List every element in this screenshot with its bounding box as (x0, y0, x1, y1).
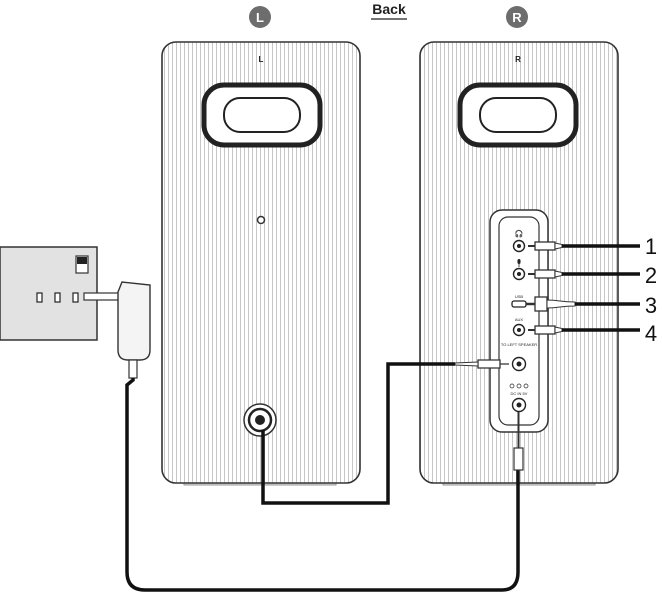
aux-port-label: AUX (515, 317, 524, 322)
left-speaker-input-jack (244, 404, 276, 436)
usb-port-label: USB (515, 294, 524, 299)
diagram-title: Back (372, 1, 406, 17)
right-badge-label: R (512, 10, 522, 25)
to-left-speaker-label: TO LEFT SPEAKER (501, 342, 537, 347)
right-speaker-label: R (515, 55, 521, 64)
callout-1: 1 (645, 234, 657, 259)
headphones-icon: 🎧 (515, 229, 524, 238)
socket-hole-right (55, 293, 60, 302)
right-badge: R (506, 6, 528, 28)
callout-4: 4 (645, 321, 657, 346)
left-bass-port (204, 85, 320, 145)
socket-hole-left (37, 293, 42, 302)
callout-3: 3 (645, 293, 657, 318)
left-speaker: L (162, 42, 360, 485)
left-badge: L (249, 6, 271, 28)
dc-in-label: DC IN 5V (511, 391, 528, 396)
left-speaker-label: L (259, 55, 264, 64)
callout-2: 2 (645, 263, 657, 288)
left-badge-label: L (256, 10, 264, 25)
right-bass-port (460, 85, 576, 145)
wall-mount-hole (258, 217, 265, 224)
aux-port[interactable]: AUX (514, 317, 525, 336)
wall-socket (0, 247, 97, 340)
socket-hole-third (73, 293, 78, 302)
